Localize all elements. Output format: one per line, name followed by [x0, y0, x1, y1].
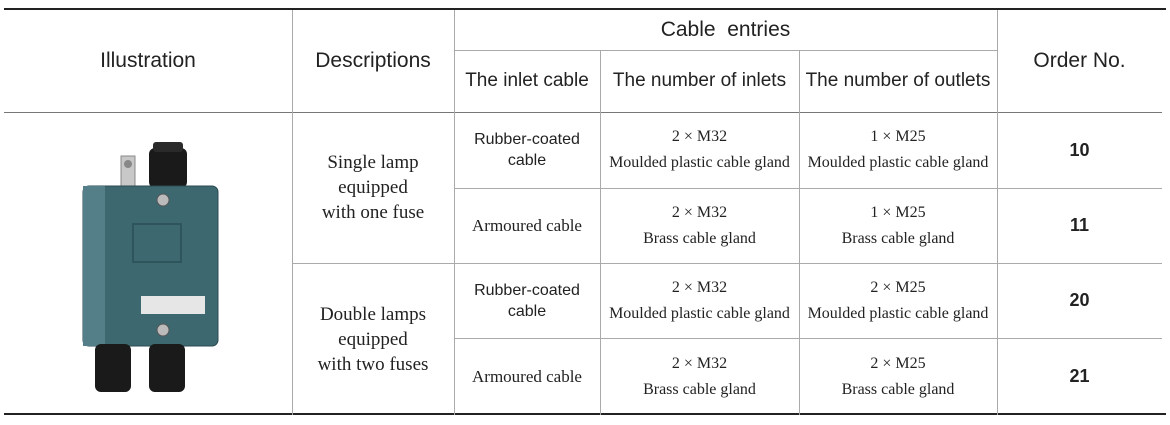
header-num-outlets: The number of outlets	[805, 70, 991, 91]
table-row-2-inlets: 2 × M32 Brass cable gland	[600, 188, 799, 263]
inlet-cable-line: Armoured cable	[472, 367, 582, 386]
header-descriptions: Descriptions	[315, 49, 431, 72]
table-row-3-outlets: 2 × M25 Moulded plastic cable gland	[799, 263, 997, 338]
table-row-1-inlets: 2 × M32 Moulded plastic cable gland	[600, 112, 799, 188]
inlet-cable-line: cable	[507, 302, 547, 320]
col-divider-4	[799, 50, 800, 415]
inlet-cable-line: Rubber-coated	[474, 281, 580, 299]
inlet-count: 2 × M32	[671, 278, 728, 296]
description-line: with two fuses	[317, 353, 429, 375]
illustration-cell	[4, 112, 292, 415]
header-num-inlets: The number of inlets	[612, 70, 787, 91]
inlet-count: 2 × M32	[671, 128, 728, 145]
description-line: Single lamp	[327, 152, 419, 173]
table-row-4-inlet-cable: Armoured cable	[454, 338, 600, 415]
description-line: with one fuse	[321, 202, 425, 223]
inlet-gland: Brass cable gland	[643, 229, 756, 247]
description-line: equipped	[338, 177, 408, 198]
outlet-gland: Brass cable gland	[841, 380, 955, 398]
header-illustration: Illustration	[100, 49, 196, 72]
table-row-3-inlet-cable: Rubber-coated cable	[454, 263, 600, 338]
table-row-3-inlets: 2 × M32 Moulded plastic cable gland	[600, 263, 799, 338]
table-row-4-outlets: 2 × M25 Brass cable gland	[799, 338, 997, 415]
cable-entries-divider	[454, 50, 997, 51]
outlet-gland: Brass cable gland	[841, 229, 955, 247]
row-divider-1	[454, 188, 1162, 189]
col-divider-5	[997, 10, 998, 415]
col-divider-1	[292, 10, 293, 415]
header-inlet-cable: The inlet cable	[465, 70, 589, 91]
description-group-2: Double lamps equipped with two fuses	[292, 263, 454, 415]
col-divider-2	[454, 10, 455, 415]
table-row-2-inlet-cable: Armoured cable	[454, 188, 600, 263]
table-row-4-inlets: 2 × M32 Brass cable gland	[600, 338, 799, 415]
table-row-2-outlets: 1 × M25 Brass cable gland	[799, 188, 997, 263]
inlet-gland: Brass cable gland	[643, 380, 756, 398]
header-cable-entries: Cable entries	[660, 18, 791, 41]
table-row-4-order: 21	[1069, 366, 1090, 386]
table-row-1-order: 10	[1069, 139, 1090, 160]
product-table: Illustration Descriptions Cable entries …	[4, 8, 1166, 415]
table-row-2-order: 11	[1069, 215, 1090, 235]
outlet-gland: Moulded plastic cable gland	[807, 154, 989, 171]
table-row-1-inlet-cable: Rubber-coated cable	[454, 112, 600, 188]
inlet-count: 2 × M32	[671, 203, 728, 221]
col-divider-3	[600, 50, 601, 415]
inlet-count: 2 × M32	[671, 354, 728, 372]
outlet-count: 1 × M25	[870, 128, 926, 145]
inlet-cable-line: Armoured cable	[472, 216, 582, 235]
inlet-cable-line: cable	[507, 152, 547, 169]
junction-box-illustration-icon	[82, 141, 219, 392]
description-group-1: Single lamp equipped with one fuse	[292, 112, 454, 263]
description-line: Double lamps	[319, 303, 427, 325]
header-bottom-rule	[4, 112, 1162, 113]
inlet-gland: Moulded plastic cable gland	[609, 154, 790, 171]
row-divider-3	[454, 338, 1162, 339]
outlet-count: 2 × M25	[870, 354, 926, 372]
outlet-count: 2 × M25	[870, 278, 926, 296]
table-row-3-order: 20	[1069, 290, 1090, 310]
outlet-gland: Moulded plastic cable gland	[807, 304, 989, 322]
group-divider	[292, 263, 1162, 264]
inlet-cable-line: Rubber-coated	[474, 131, 580, 148]
table-row-1-outlets: 1 × M25 Moulded plastic cable gland	[799, 112, 997, 188]
outlet-count: 1 × M25	[870, 203, 926, 221]
inlet-gland: Moulded plastic cable gland	[609, 304, 790, 322]
header-order-no: Order No.	[1033, 49, 1126, 72]
description-line: equipped	[338, 328, 408, 350]
